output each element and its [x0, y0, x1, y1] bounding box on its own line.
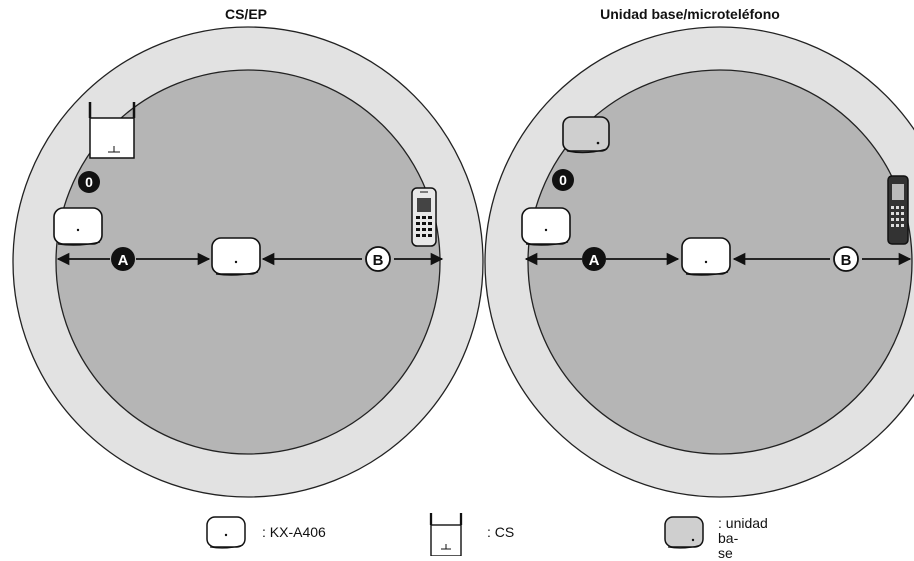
- legend-kx-a406-icon: [206, 516, 246, 549]
- legend-kx-a406-label: : KX-A406: [262, 524, 326, 540]
- base-unit-icon: [562, 116, 610, 154]
- kx-a406-icon: [53, 207, 103, 246]
- left-diagram-title: CS/EP: [224, 6, 267, 22]
- svg-text:B: B: [841, 252, 852, 269]
- right-diagram-title: Unidad base/microteléfono: [600, 6, 780, 22]
- marker-a: A: [582, 247, 606, 271]
- cs-unit-icon: [88, 102, 136, 159]
- legend-base-unit-icon: [664, 516, 704, 549]
- handset-icon: [411, 187, 437, 247]
- marker-zero: 0: [78, 171, 100, 193]
- right-diagram: 0 A: [484, 26, 914, 498]
- marker-b: B: [365, 246, 391, 272]
- legend-base-unit-label: : unidad ba- se: [718, 515, 768, 561]
- left-diagram: 0: [12, 26, 484, 498]
- svg-text:A: A: [589, 252, 600, 269]
- kx-a406-center-icon: [681, 237, 731, 276]
- kx-a406-icon: [521, 207, 571, 246]
- marker-zero: 0: [552, 169, 574, 191]
- svg-text:0: 0: [85, 174, 93, 190]
- marker-b: B: [833, 246, 859, 272]
- svg-text:0: 0: [559, 172, 567, 188]
- legend-cs-icon: [429, 513, 463, 556]
- svg-text:B: B: [373, 252, 384, 269]
- legend-cs-label: : CS: [487, 524, 515, 540]
- svg-text:A: A: [118, 252, 129, 269]
- kx-a406-center-icon: [211, 237, 261, 276]
- handset-icon: [887, 175, 909, 245]
- marker-a: A: [111, 247, 135, 271]
